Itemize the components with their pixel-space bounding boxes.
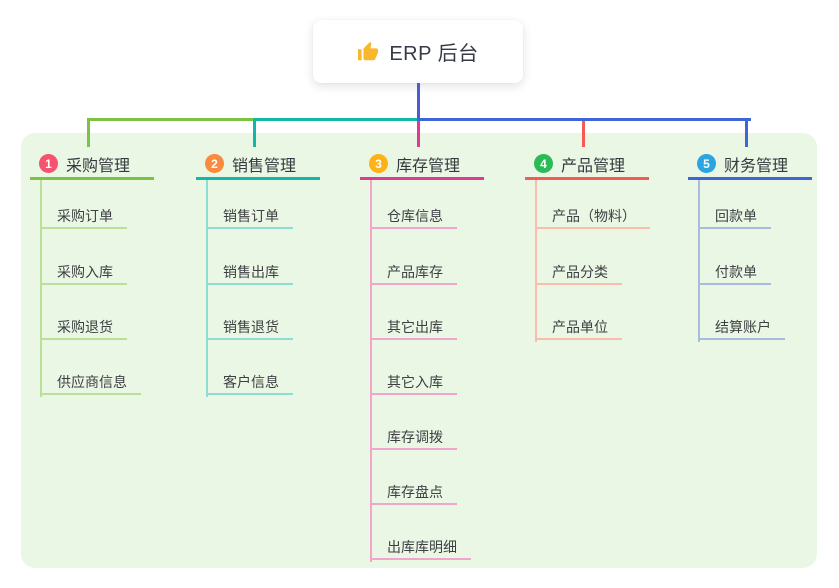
branch-4-title-node[interactable]: 4 产品管理 — [525, 150, 649, 180]
branch-drop-line — [582, 121, 585, 147]
branch-2-spine-line — [206, 180, 208, 397]
bus-line-segment — [87, 118, 256, 121]
branch-4-label: 产品管理 — [561, 157, 626, 175]
branch-3-child-node[interactable]: 其它出库 — [370, 316, 457, 340]
branch-4-spine-line — [535, 180, 537, 342]
branch-1-child-node[interactable]: 采购退货 — [40, 316, 127, 340]
trunk-line — [417, 83, 420, 121]
branch-5-number-badge: 5 — [697, 154, 716, 173]
branch-3-title-node[interactable]: 3 库存管理 — [360, 150, 484, 180]
branch-3-child-node[interactable]: 库存调拨 — [370, 426, 457, 450]
branch-2-child-node[interactable]: 销售出库 — [206, 261, 293, 285]
bus-line-segment — [417, 118, 751, 121]
branch-5-label: 财务管理 — [724, 157, 789, 175]
branch-2-child-node[interactable]: 客户信息 — [206, 371, 293, 395]
branch-2-label: 销售管理 — [232, 157, 297, 175]
branch-drop-line — [87, 118, 90, 147]
branch-3-number-badge: 3 — [369, 154, 388, 173]
branch-3-child-node[interactable]: 其它入库 — [370, 371, 457, 395]
branch-1-label: 采购管理 — [66, 157, 131, 175]
branch-5-spine-line — [698, 180, 700, 342]
branch-1-child-node[interactable]: 供应商信息 — [40, 371, 141, 395]
branch-2-number-badge: 2 — [205, 154, 224, 173]
branch-drop-line — [417, 121, 420, 147]
branch-3-label: 库存管理 — [396, 157, 461, 175]
branch-1-title-node[interactable]: 1 采购管理 — [30, 150, 154, 180]
bus-line-segment — [253, 118, 420, 121]
root-node-erp[interactable]: ERP 后台 — [313, 20, 523, 83]
branch-3-child-node[interactable]: 仓库信息 — [370, 205, 457, 229]
branch-1-number-badge: 1 — [39, 154, 58, 173]
branch-5-title-node[interactable]: 5 财务管理 — [688, 150, 812, 180]
branch-5-child-node[interactable]: 付款单 — [698, 261, 771, 285]
branch-2-child-node[interactable]: 销售订单 — [206, 205, 293, 229]
branch-4-child-node[interactable]: 产品分类 — [535, 261, 622, 285]
branch-3-child-node[interactable]: 出库库明细 — [370, 536, 471, 560]
branch-5-child-node[interactable]: 结算账户 — [698, 316, 785, 340]
branch-1-child-node[interactable]: 采购入库 — [40, 261, 127, 285]
branch-5-child-node[interactable]: 回款单 — [698, 205, 771, 229]
branch-3-child-node[interactable]: 库存盘点 — [370, 481, 457, 505]
branch-drop-line — [253, 118, 256, 147]
branch-2-child-node[interactable]: 销售退货 — [206, 316, 293, 340]
root-node-label: ERP 后台 — [389, 43, 479, 65]
branches-background-panel — [21, 133, 817, 568]
branch-2-title-node[interactable]: 2 销售管理 — [196, 150, 320, 180]
branch-drop-line — [745, 118, 748, 147]
branch-3-child-node[interactable]: 产品库存 — [370, 261, 457, 285]
branch-4-number-badge: 4 — [534, 154, 553, 173]
branch-3-spine-line — [370, 180, 372, 562]
branch-1-child-node[interactable]: 采购订单 — [40, 205, 127, 229]
thumbs-up-icon — [357, 41, 379, 63]
branch-4-child-node[interactable]: 产品单位 — [535, 316, 622, 340]
branch-1-spine-line — [40, 180, 42, 397]
branch-4-child-node[interactable]: 产品（物料） — [535, 205, 650, 229]
